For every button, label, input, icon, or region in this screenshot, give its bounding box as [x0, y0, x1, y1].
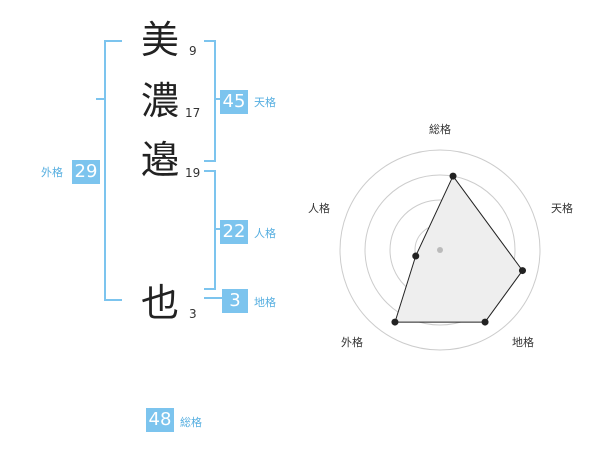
radar-point-3 — [391, 318, 399, 326]
radar-point-4 — [412, 252, 420, 260]
radar-points — [391, 172, 526, 326]
radar-axis-label-0: 総格 — [429, 122, 451, 136]
tenkaku-label: 天格 — [254, 96, 276, 109]
soukaku-label: 総格 — [180, 416, 202, 429]
stroke-count-4: 3 — [189, 307, 197, 321]
jinkaku-bracket — [204, 170, 216, 290]
chikaku-badge: 3 — [222, 289, 248, 313]
name-char-4: 也 — [140, 281, 179, 325]
radar-axis-label-1: 天格 — [551, 201, 573, 215]
radar-axis-label-3: 外格 — [341, 335, 363, 349]
radar-point-1 — [518, 267, 526, 275]
radar-center-dot — [437, 247, 443, 253]
radar-ring-4 — [339, 149, 541, 351]
name-char-1: 美 — [140, 18, 179, 62]
radar-axis-label-2: 地格 — [512, 335, 534, 349]
stroke-count-3: 19 — [185, 166, 201, 180]
stroke-count-1: 9 — [189, 44, 197, 58]
soukaku-badge: 48 — [146, 408, 174, 432]
radar-ring-3 — [364, 174, 516, 326]
tenkaku-badge: 45 — [220, 90, 248, 114]
gaikaku-badge: 29 — [72, 160, 100, 184]
jinkaku-badge: 22 — [220, 220, 248, 244]
jinkaku-bracket-tick — [214, 228, 222, 230]
radar-point-2 — [481, 318, 489, 326]
jinkaku-label: 人格 — [254, 227, 276, 240]
chikaku-connector — [204, 297, 222, 299]
chikaku-label: 地格 — [254, 296, 276, 309]
tenkaku-bracket-tick — [214, 98, 222, 100]
gaikaku-bracket-tick — [96, 98, 106, 100]
tenkaku-bracket — [204, 40, 216, 162]
radar-axis-label-4: 人格 — [308, 201, 330, 215]
name-char-3: 邉 — [140, 138, 179, 182]
name-char-2: 濃 — [140, 79, 179, 123]
radar-point-0 — [449, 172, 457, 180]
gaikaku-bracket — [104, 40, 122, 301]
gaikaku-label: 外格 — [41, 166, 63, 179]
radar-polygon — [394, 175, 524, 323]
stroke-count-2: 17 — [185, 106, 201, 120]
